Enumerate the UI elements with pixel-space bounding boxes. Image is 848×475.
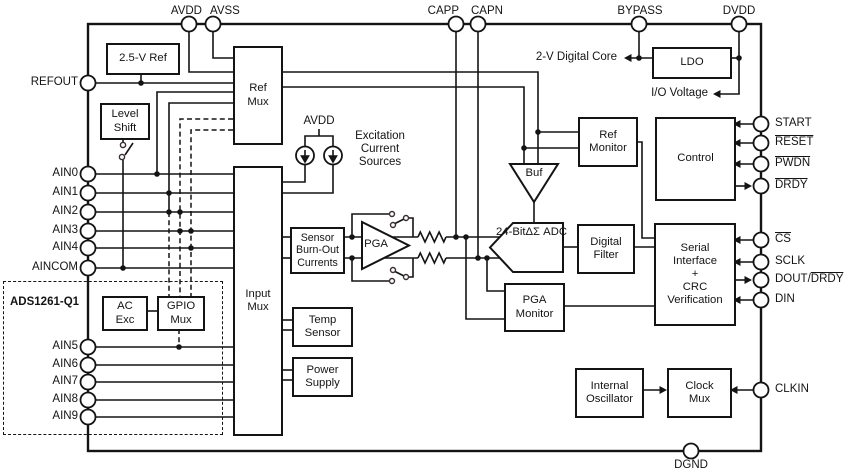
adc-label: 24-BitΔΣ ADC xyxy=(496,226,568,238)
block-2p5v-ref: 2.5-V Ref xyxy=(106,43,180,75)
chip-name: ADS1261-Q1 xyxy=(10,296,80,308)
pin-label-dout-drdy: DOUT/DRDY xyxy=(775,273,844,285)
pin-label-ain9: AIN9 xyxy=(52,410,78,422)
pin-refout xyxy=(79,74,97,92)
pin-label-ain8: AIN8 xyxy=(52,393,78,405)
pin-label-drdy: DRDY xyxy=(775,179,808,191)
buf-triangle xyxy=(508,163,560,204)
pin-cs xyxy=(752,231,770,249)
pin-din xyxy=(752,291,770,309)
pin-label-sclk: SCLK xyxy=(775,255,806,267)
pin-capp xyxy=(447,15,465,33)
pin-start xyxy=(752,115,770,133)
junction-dots xyxy=(120,55,742,350)
excitation-avdd-label: AVDD xyxy=(303,115,335,127)
pin-label-capn: CAPN xyxy=(471,5,503,17)
pin-label-ain3: AIN3 xyxy=(52,224,78,236)
pin-pwdn xyxy=(752,155,770,173)
switch-contacts xyxy=(118,141,410,285)
pin-label-cs: CS xyxy=(775,233,791,245)
pin-label-ain0: AIN0 xyxy=(52,167,78,179)
ads1261-q1-dashed-box xyxy=(3,281,223,435)
pin-label-reset: RESET xyxy=(775,136,814,148)
pin-ain8 xyxy=(79,391,97,409)
pin-label-dvdd: DVDD xyxy=(722,5,756,17)
pin-label-ain5: AIN5 xyxy=(52,340,78,352)
pin-capn xyxy=(469,15,487,33)
pin-label-din: DIN xyxy=(775,293,795,305)
digital-core-label: 2-V Digital Core xyxy=(535,51,617,63)
pin-bypass xyxy=(630,15,648,33)
pin-ain1 xyxy=(79,184,97,202)
pin-label-start: START xyxy=(775,117,812,129)
pin-label-refout: REFOUT xyxy=(30,76,78,88)
pin-avss xyxy=(204,15,222,33)
source-arrows xyxy=(300,150,338,164)
pga-label: PGA xyxy=(364,238,388,250)
io-voltage-label: I/O Voltage xyxy=(651,87,708,99)
pin-ain7 xyxy=(79,373,97,391)
pin-ain6 xyxy=(79,356,97,374)
pin-reset xyxy=(752,134,770,152)
buf-label: Buf xyxy=(525,167,543,179)
pin-clkin xyxy=(752,381,770,399)
pin-ain2 xyxy=(79,203,97,221)
pin-label-dgnd: DGND xyxy=(674,459,708,471)
wires-solid xyxy=(95,31,754,418)
pin-label-avss: AVSS xyxy=(210,5,240,17)
block-ldo: LDO xyxy=(652,47,732,79)
analog-shapes xyxy=(295,145,564,273)
pin-label-aincom: AINCOM xyxy=(32,261,78,273)
pin-label-ain4: AIN4 xyxy=(52,241,78,253)
pin-avdd xyxy=(180,15,198,33)
adc-shape xyxy=(488,222,564,273)
pin-dgnd xyxy=(682,442,700,460)
pin-sclk xyxy=(752,253,770,271)
pin-label-pwdn: PWDN xyxy=(775,157,811,169)
pin-ain0 xyxy=(79,165,97,183)
pga-triangle xyxy=(361,220,412,271)
pin-dout-drdy xyxy=(752,271,770,289)
pin-ain4 xyxy=(79,239,97,257)
pin-label-avdd: AVDD xyxy=(170,5,202,17)
pin-ain5 xyxy=(79,338,97,356)
arrowheads xyxy=(624,54,752,394)
pin-circles xyxy=(79,15,770,460)
pin-drdy xyxy=(752,177,770,195)
wires-dashed-gpio xyxy=(168,118,233,347)
pin-label-capp: CAPP xyxy=(427,5,459,17)
pin-label-ain1: AIN1 xyxy=(52,186,78,198)
block-control: Control xyxy=(655,117,736,201)
pin-label-ain7: AIN7 xyxy=(52,375,78,387)
pin-label-ain2: AIN2 xyxy=(52,205,78,217)
pin-aincom xyxy=(79,259,97,277)
pin-label-clkin: CLKIN xyxy=(775,383,809,395)
pin-dvdd xyxy=(730,15,748,33)
pin-ain9 xyxy=(79,408,97,426)
pin-label-bypass: BYPASS xyxy=(617,5,663,17)
pin-label-ain6: AIN6 xyxy=(52,358,78,370)
pin-ain3 xyxy=(79,222,97,240)
